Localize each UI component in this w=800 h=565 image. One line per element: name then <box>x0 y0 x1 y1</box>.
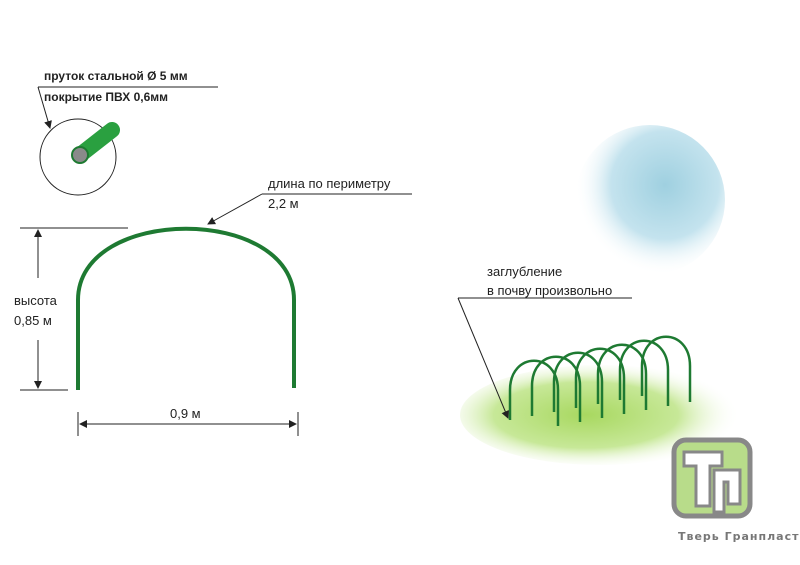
width-dimension: 0,9 м <box>77 406 299 436</box>
height-label: высота <box>14 293 58 308</box>
height-value: 0,85 м <box>14 313 52 328</box>
perimeter-callout: длина по периметру 2,2 м <box>207 176 412 225</box>
magnifier-circle <box>39 118 117 196</box>
brand-name: Тверь Гранпласт <box>678 530 799 543</box>
greenhouse-hoop <box>574 347 626 414</box>
ground-patch <box>460 365 740 465</box>
perimeter-value: 2,2 м <box>268 196 299 211</box>
depth-callout: заглубление в почву произвольно <box>457 264 632 419</box>
perimeter-label: длина по периметру <box>268 176 391 191</box>
sky-sphere <box>575 125 725 275</box>
depth-note-line2: в почву произвольно <box>487 283 612 298</box>
rod-spec-line2: покрытие ПВХ 0,6мм <box>44 90 168 104</box>
rod-detail: пруток стальной Ø 5 мм покрытие ПВХ 0,6м… <box>37 69 218 196</box>
greenhouse-hoop <box>508 359 560 426</box>
greenhouse-hoop <box>640 335 692 402</box>
width-value: 0,9 м <box>170 406 201 421</box>
greenhouse-hoop <box>530 355 582 422</box>
depth-note-line1: заглубление <box>487 264 562 279</box>
hoop-arc <box>76 226 296 390</box>
rod-spec-line1: пруток стальной Ø 5 мм <box>44 69 188 83</box>
greenhouse-hoops <box>508 335 692 426</box>
greenhouse-hoop <box>618 339 670 406</box>
greenhouse-hoop <box>596 343 648 410</box>
greenhouse-hoop <box>552 351 604 418</box>
brand-logo: Тверь Гранпласт <box>671 437 799 543</box>
height-dimension: высота 0,85 м <box>14 227 128 391</box>
